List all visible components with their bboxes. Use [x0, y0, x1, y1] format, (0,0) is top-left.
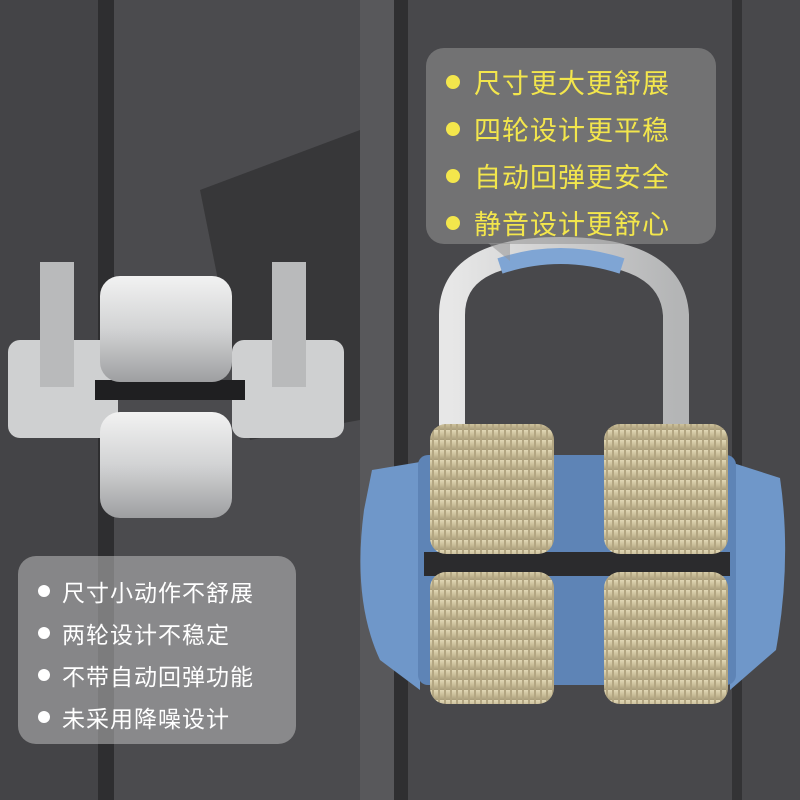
disadvantage-text: 尺寸小动作不舒展	[62, 581, 254, 607]
bullet-dot	[446, 168, 460, 183]
gray-right-pedal	[232, 340, 344, 438]
disadvantage-item: 尺寸小动作不舒展	[38, 570, 254, 612]
bullet-dot	[446, 74, 460, 89]
gray-axle	[95, 380, 245, 400]
disadvantages-callout	[18, 556, 296, 744]
bullet-dot	[446, 215, 460, 230]
advantages-list: 尺寸更大更舒展 四轮设计更平稳 自动回弹更安全 静音设计更舒心	[446, 58, 670, 246]
bullet-dot	[38, 585, 50, 597]
advantage-item: 静音设计更舒心	[446, 199, 670, 246]
gray-upper-roller	[100, 276, 232, 382]
disadvantages-list: 尺寸小动作不舒展 两轮设计不稳定 不带自动回弹功能 未采用降噪设计	[38, 570, 254, 738]
blue-ab-roller	[360, 236, 786, 704]
door-frame-edge	[360, 0, 394, 800]
door-gap	[732, 0, 742, 800]
bullet-dot	[38, 669, 50, 681]
disadvantage-item: 两轮设计不稳定	[38, 612, 254, 654]
bullet-dot	[38, 627, 50, 639]
bullet-dot	[446, 121, 460, 136]
tan-roller-3	[430, 572, 554, 704]
advantage-item: 尺寸更大更舒展	[446, 58, 670, 105]
disadvantage-text: 两轮设计不稳定	[62, 623, 230, 649]
tan-roller-2	[604, 424, 728, 554]
blue-handle-grip	[497, 248, 625, 274]
advantage-text: 自动回弹更安全	[474, 163, 670, 194]
advantage-item: 四轮设计更平稳	[446, 105, 670, 152]
advantage-text: 静音设计更舒心	[474, 210, 670, 241]
gray-left-pedal	[8, 340, 118, 438]
door-frame-shadow	[394, 0, 408, 800]
gray-ab-roller	[8, 262, 344, 518]
disadvantage-item: 不带自动回弹功能	[38, 654, 254, 696]
advantages-callout	[426, 48, 716, 244]
advantages-callout-tail	[488, 243, 510, 261]
tan-roller-1	[430, 424, 554, 554]
advantage-text: 尺寸更大更舒展	[474, 69, 670, 100]
blue-base-plate-right	[730, 462, 786, 690]
gray-lower-roller	[100, 412, 232, 518]
disadvantage-text: 不带自动回弹功能	[62, 665, 254, 691]
disadvantage-text: 未采用降噪设计	[62, 707, 230, 733]
blue-base-plate	[360, 462, 420, 690]
disadvantage-item: 未采用降噪设计	[38, 696, 254, 738]
advantage-item: 自动回弹更安全	[446, 152, 670, 199]
gray-right-post	[272, 262, 306, 387]
tan-roller-4	[604, 572, 728, 704]
gray-left-post	[40, 262, 74, 387]
advantage-text: 四轮设计更平稳	[474, 116, 670, 147]
bullet-dot	[38, 711, 50, 723]
